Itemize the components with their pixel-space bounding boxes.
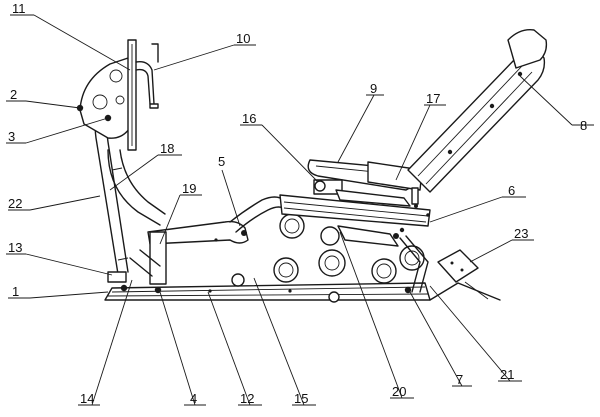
callout-20: 20: [392, 384, 406, 399]
crank-linkage: [107, 196, 287, 294]
callout-11: 11: [12, 1, 26, 16]
leader-lines: [6, 14, 594, 406]
callout-18: 18: [160, 141, 174, 156]
head-plate: [76, 39, 137, 151]
callout-6: 6: [508, 183, 515, 198]
callout-2: 2: [10, 87, 17, 102]
handle: [135, 43, 159, 109]
callout-7: 7: [456, 372, 463, 387]
callout-22: 22: [8, 196, 22, 211]
callout-1: 1: [12, 284, 19, 299]
callout-4: 4: [190, 391, 197, 406]
callout-23: 23: [514, 226, 528, 241]
backrest: [407, 29, 548, 193]
callout-21: 21: [500, 367, 514, 382]
rear-foot-plate: [429, 249, 501, 301]
seat-assembly: [307, 159, 426, 208]
base-frame: [104, 280, 431, 301]
callout-19: 19: [182, 181, 196, 196]
callout-15: 15: [294, 391, 308, 406]
callout-3: 3: [8, 129, 15, 144]
callout-9: 9: [370, 81, 377, 96]
rollers: [231, 213, 425, 303]
callout-13: 13: [8, 240, 22, 255]
callout-14: 14: [80, 391, 94, 406]
callout-8: 8: [580, 118, 587, 133]
callout-16: 16: [242, 111, 256, 126]
callout-10: 10: [236, 31, 250, 46]
callout-5: 5: [218, 154, 225, 169]
callout-17: 17: [426, 91, 440, 106]
main-rail: [279, 194, 431, 294]
callout-labels: 11 10 2 3 18 22 13 1 19 5 16 9 17 8 6 23…: [8, 1, 587, 406]
callout-12: 12: [240, 391, 254, 406]
